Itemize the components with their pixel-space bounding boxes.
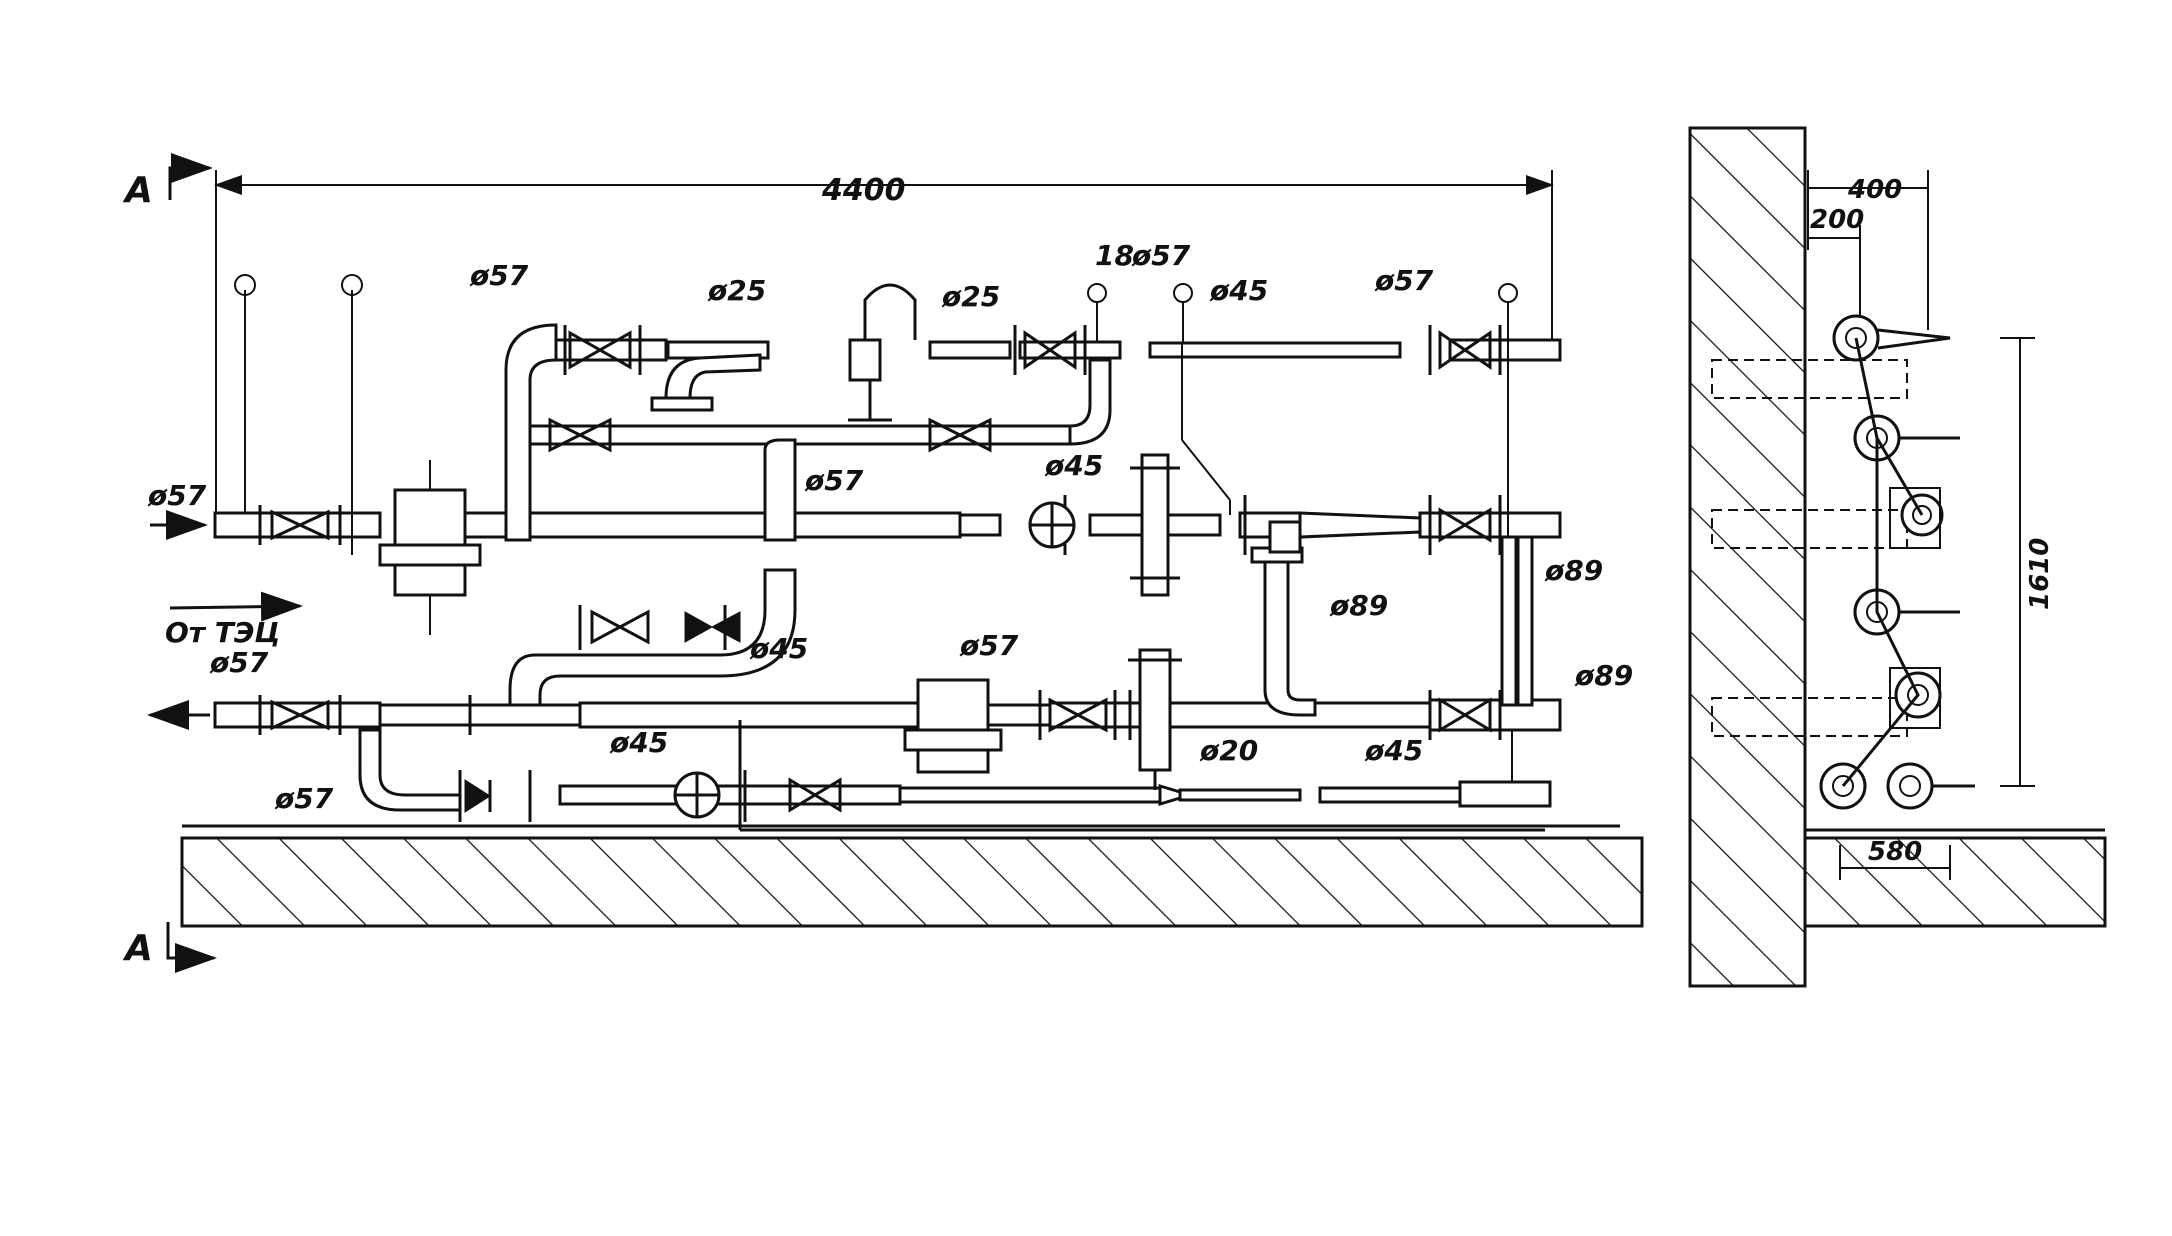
label-d57-mid-top: ø57 (1131, 239, 1191, 272)
dim-400-label: 400 (1847, 175, 1902, 205)
middle-bypass-pipe (508, 358, 1112, 722)
label-18: 18 (1095, 239, 1134, 272)
label-d57-top-right: ø57 (1374, 264, 1434, 297)
label-d45-bottom-right: ø45 (1364, 734, 1423, 767)
dim-4400-label: 4400 (821, 173, 906, 208)
label-d57-top: ø57 (469, 259, 529, 292)
label-d20: ø20 (1199, 734, 1258, 767)
bottom-pipe (358, 720, 1552, 832)
dim-580-label: 580 (1868, 837, 1922, 867)
label-d45-main: ø45 (1044, 449, 1103, 482)
label-d57-bottom-left: ø57 (274, 782, 334, 815)
label-from-tec: От ТЭЦ (165, 616, 280, 649)
valves (270, 330, 1492, 813)
label-d25-a: ø25 (707, 274, 766, 307)
dim-1610-label: 1610 (2025, 538, 2055, 610)
ground-slab-left (180, 824, 1644, 928)
flanges (258, 325, 1502, 822)
section-mark-bottom: А (122, 922, 217, 973)
right-risers (1181, 343, 1534, 782)
dimension-4400: 4400 (214, 170, 1554, 530)
label-d57-return: ø57 (209, 646, 269, 679)
label-d57-return-mid: ø57 (959, 629, 1019, 662)
section-mark-top: А (122, 153, 213, 211)
label-d45-top: ø45 (1209, 274, 1268, 307)
side-view: 400 200 1610 580 (1688, 126, 2107, 988)
section-letter-bottom: А (122, 928, 153, 969)
label-d57-riser: ø57 (804, 464, 864, 497)
return-main-pipe (147, 546, 1562, 732)
label-d25-b: ø25 (941, 280, 1000, 313)
section-letter-top: А (122, 170, 153, 211)
dim-200-label: 200 (1810, 205, 1864, 235)
label-d57-inlet: ø57 (147, 479, 207, 512)
vessels (378, 453, 1302, 819)
label-d45-bottom: ø45 (609, 726, 668, 759)
label-d89-lower: ø89 (1574, 659, 1633, 692)
labels: ø57 ø57 ø25 ø25 18 ø57 ø45 ø57 ø57 ø45 ø… (147, 239, 1633, 815)
supply-main-pipe (150, 510, 1562, 540)
label-d89-upper: ø89 (1544, 554, 1603, 587)
label-d89-mid: ø89 (1329, 589, 1388, 622)
label-d45-return: ø45 (749, 632, 808, 665)
